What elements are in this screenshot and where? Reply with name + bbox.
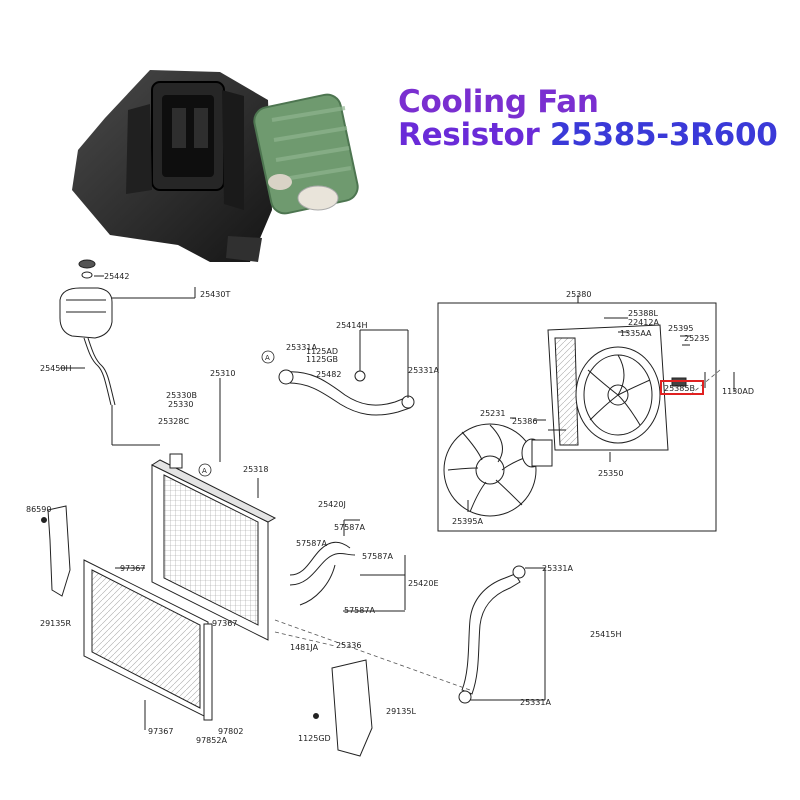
label-1125AD: 1125AD: [306, 347, 338, 356]
label-25380: 25380: [566, 290, 591, 299]
label-1335AA: 1335AA: [620, 329, 652, 338]
label-25310: 25310: [210, 369, 235, 378]
label-25331A-upper-left: 25331A: [286, 343, 317, 352]
label-57587A-3: 57587A: [362, 552, 393, 561]
fan-assembly: [437, 295, 735, 532]
label-86590: 86590: [26, 505, 51, 514]
lower-hose: [458, 565, 546, 704]
reference-circles: [198, 350, 275, 477]
label-25430T: 25430T: [200, 290, 230, 299]
label-1130AD: 1130AD: [722, 387, 754, 396]
label-25395A: 25395A: [452, 517, 483, 526]
resistor-photo: [72, 70, 359, 262]
label-1125GD: 1125GD: [298, 734, 331, 743]
label-29135R: 29135R: [40, 619, 71, 628]
coolant-reservoir: [59, 259, 196, 446]
label-25414H: 25414H: [336, 321, 367, 330]
label-25336: 25336: [336, 641, 361, 650]
label-25386: 25386: [512, 417, 537, 426]
label-25482: 25482: [316, 370, 341, 379]
label-57587A-4: 57587A: [344, 606, 375, 615]
label-25331A-lower-bottom: 25331A: [520, 698, 551, 707]
label-25231: 25231: [480, 409, 505, 418]
product-part-number: 25385-3R600: [549, 117, 778, 153]
radiator: [150, 378, 277, 641]
label-25450H: 25450H: [40, 364, 71, 373]
label-97367-top: 97367: [120, 564, 145, 573]
label-25318: 25318: [243, 465, 268, 474]
label-25350: 25350: [598, 469, 623, 478]
label-25330: 25330: [168, 400, 193, 409]
label-25442: 25442: [104, 272, 129, 281]
label-25388L: 25388L: [628, 309, 658, 318]
air-guards: [41, 505, 373, 757]
product-title-line2: Resistor 25385-3R600: [398, 117, 778, 153]
label-25328C: 25328C: [158, 417, 189, 426]
label-97367-bottom: 97367: [148, 727, 173, 736]
label-97852A: 97852A: [196, 736, 227, 745]
label-25330B: 25330B: [166, 391, 197, 400]
oil-cooler-pipes: [289, 519, 406, 612]
product-title: Cooling Fan Resistor 25385-3R600: [398, 86, 788, 152]
ref-label-a-upper: A: [265, 354, 270, 362]
label-25415H: 25415H: [590, 630, 621, 639]
label-57587A-1: 57587A: [334, 523, 365, 532]
label-1481JA: 1481JA: [290, 643, 319, 652]
label-97367-right: 97367: [212, 619, 237, 628]
label-25420J: 25420J: [318, 500, 346, 509]
product-title-line1: Cooling Fan: [398, 84, 599, 120]
label-25331A-lower-top: 25331A: [542, 564, 573, 573]
label-22412A: 22412A: [628, 318, 659, 327]
label-25235: 25235: [684, 334, 709, 343]
label-25395: 25395: [668, 324, 693, 333]
label-97802: 97802: [218, 727, 243, 736]
highlight-box-25385B: [660, 380, 704, 395]
label-29135L: 29135L: [386, 707, 416, 716]
label-1125GB: 1125GB: [306, 355, 338, 364]
label-25385B: 25385B: [664, 384, 695, 393]
part-labels: 25442 25430T 25450H 25414H 25331A 1125AD…: [26, 272, 754, 745]
label-25331A-upper-right: 25331A: [408, 366, 439, 375]
label-25420E: 25420E: [408, 579, 439, 588]
ref-label-a-radiator: A: [202, 467, 207, 475]
upper-hose: [278, 329, 415, 416]
condenser: [83, 559, 213, 730]
leader-lines: [274, 369, 721, 691]
label-57587A-2: 57587A: [296, 539, 327, 548]
